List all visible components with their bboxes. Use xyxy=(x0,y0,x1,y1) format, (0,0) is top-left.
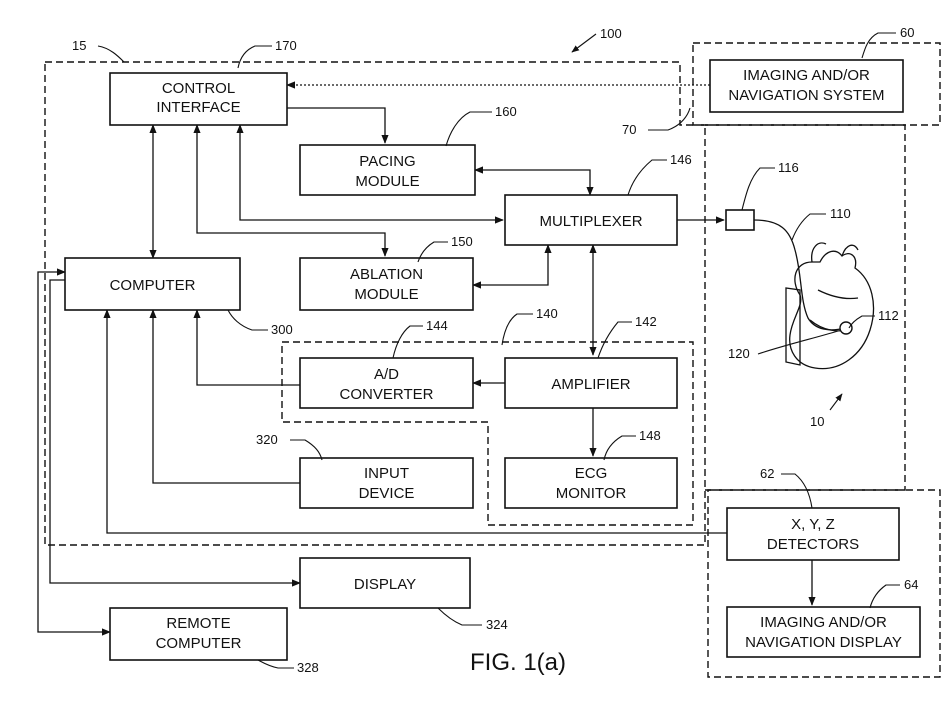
multiplexer-block: MULTIPLEXER xyxy=(505,195,677,245)
ref-150: 150 xyxy=(451,234,473,249)
imaging-navigation-display-label-1: IMAGING AND/OR xyxy=(760,614,887,631)
heart-illustration xyxy=(786,243,874,369)
ref-142: 142 xyxy=(635,314,657,329)
ref-64: 64 xyxy=(904,577,918,592)
computer-block: COMPUTER xyxy=(65,258,240,310)
wire-control-to-pacing xyxy=(287,108,385,143)
ad-converter-block: A/D CONVERTER xyxy=(300,358,473,408)
imaging-navigation-system-label-1: IMAGING AND/OR xyxy=(743,67,870,84)
computer-label: COMPUTER xyxy=(110,277,196,294)
pacing-module-block: PACING MODULE xyxy=(300,145,475,195)
ref-100: 100 xyxy=(600,26,622,41)
remote-computer-block: REMOTE COMPUTER xyxy=(110,608,287,660)
leader-lines xyxy=(98,33,900,668)
ecg-monitor-label-2: MONITOR xyxy=(556,485,627,502)
control-interface-block: CONTROL INTERFACE xyxy=(110,73,287,125)
display-label: DISPLAY xyxy=(354,576,416,593)
ref-140: 140 xyxy=(536,306,558,321)
ablation-module-label-1: ABLATION xyxy=(350,266,423,283)
input-device-label-2: DEVICE xyxy=(359,485,415,502)
ref-170: 170 xyxy=(275,38,297,53)
ref-320: 320 xyxy=(256,432,278,447)
pacing-module-label-2: MODULE xyxy=(355,173,419,190)
remote-computer-label-2: COMPUTER xyxy=(156,635,242,652)
xyz-detectors-label-1: X, Y, Z xyxy=(791,516,835,533)
ref-300: 300 xyxy=(271,322,293,337)
ref-120: 120 xyxy=(728,346,750,361)
ref-146: 146 xyxy=(670,152,692,167)
ecg-monitor-block: ECG MONITOR xyxy=(505,458,677,508)
ref-10: 10 xyxy=(810,414,824,429)
multiplexer-label: MULTIPLEXER xyxy=(539,213,642,230)
catheter-connector xyxy=(726,210,754,230)
ref-116: 116 xyxy=(778,160,799,175)
ablation-module-label-2: MODULE xyxy=(354,286,418,303)
xyz-detectors-block: X, Y, Z DETECTORS xyxy=(727,508,899,560)
imaging-navigation-system-block: IMAGING AND/OR NAVIGATION SYSTEM xyxy=(710,60,903,112)
ref-328: 328 xyxy=(297,660,319,675)
xyz-detectors-label-2: DETECTORS xyxy=(767,536,859,553)
display-block: DISPLAY xyxy=(300,558,470,608)
control-interface-label-2: INTERFACE xyxy=(156,99,240,116)
input-device-label-1: INPUT xyxy=(364,465,409,482)
ecg-monitor-label-1: ECG xyxy=(575,465,608,482)
ad-converter-label-2: CONVERTER xyxy=(340,386,434,403)
remote-computer-label-1: REMOTE xyxy=(166,615,230,632)
ad-converter-label-1: A/D xyxy=(374,366,399,383)
control-interface-label-1: CONTROL xyxy=(162,80,235,97)
ref-70: 70 xyxy=(622,122,636,137)
imaging-navigation-display-label-2: NAVIGATION DISPLAY xyxy=(745,634,902,651)
ref-60: 60 xyxy=(900,25,914,40)
amplifier-block: AMPLIFIER xyxy=(505,358,677,408)
imaging-navigation-system-label-2: NAVIGATION SYSTEM xyxy=(728,87,884,104)
figure-label: FIG. 1(a) xyxy=(470,649,566,676)
wire-ablation-multiplexer xyxy=(473,245,548,285)
ref-110: 110 xyxy=(830,206,851,221)
ref-148: 148 xyxy=(639,428,661,443)
catheter-and-heart xyxy=(726,210,874,369)
ref-112: 112 xyxy=(878,308,899,323)
imaging-navigation-display-block: IMAGING AND/OR NAVIGATION DISPLAY xyxy=(727,607,920,657)
ref-15: 15 xyxy=(72,38,86,53)
ref-160: 160 xyxy=(495,104,517,119)
ref-62: 62 xyxy=(760,466,774,481)
ref-324: 324 xyxy=(486,617,508,632)
wire-computer-remote xyxy=(38,272,110,632)
pacing-module-label-1: PACING xyxy=(359,153,415,170)
input-device-block: INPUT DEVICE xyxy=(300,458,473,508)
wire-pacing-multiplexer xyxy=(475,170,590,195)
dashed-enclosures xyxy=(45,43,940,677)
ref-144: 144 xyxy=(426,318,448,333)
amplifier-label: AMPLIFIER xyxy=(551,376,630,393)
ablation-module-block: ABLATION MODULE xyxy=(300,258,473,310)
